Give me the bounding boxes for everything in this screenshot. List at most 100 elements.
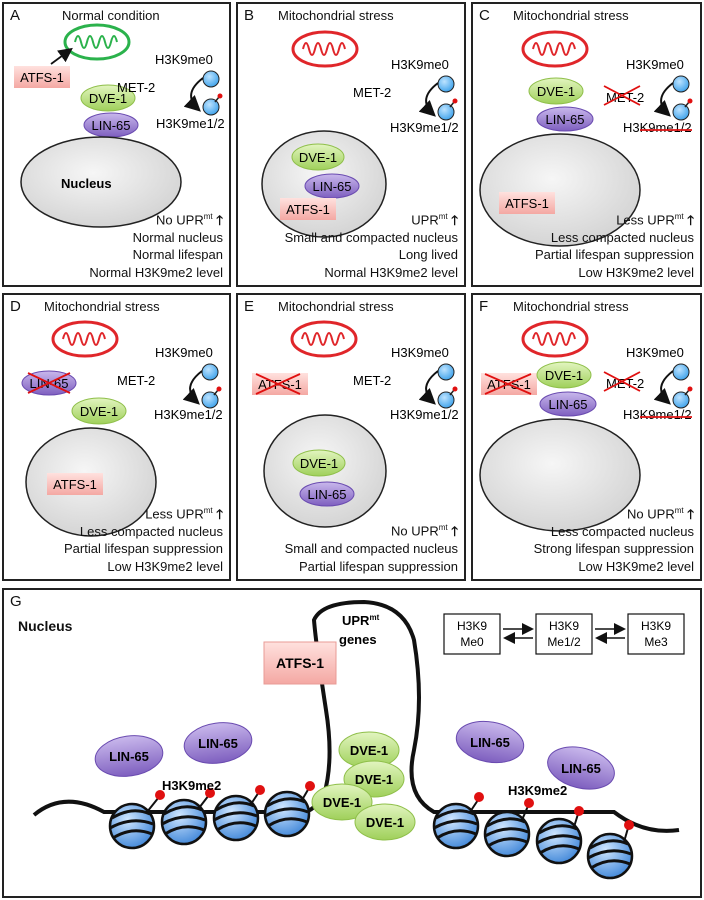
upr-label: UPRmt — [342, 613, 380, 628]
lin65-label: LIN-65 — [548, 397, 587, 412]
up-arrow-icon: 🡑 — [451, 212, 458, 227]
state-box-me3 — [627, 613, 685, 655]
h3k9me12-label: H3K9me1/2 — [154, 407, 223, 422]
lin65-label: LIN-65 — [91, 118, 130, 133]
atfs1-box — [280, 198, 336, 220]
lin65-label: LIN-65 — [470, 735, 510, 750]
up-arrow-icon: 🡑 — [216, 212, 223, 227]
h3k9me12-label: H3K9me1/2 — [623, 120, 692, 135]
phenotype-3: Low H3K9me2 level — [578, 558, 694, 574]
phenotype-list: No UPRmt 🡑 Small and compacted nucleus P… — [285, 519, 458, 575]
phenotype-1: Less compacted nucleus — [550, 523, 694, 539]
upr-text: No UPR — [627, 506, 675, 521]
panel-a: A Normal condition ATFS-1 DVE-1 LIN-65 N… — [2, 2, 231, 287]
svg-text:H3K9: H3K9 — [457, 619, 487, 633]
mitochondrion-stressed-icon — [290, 320, 358, 358]
mitochondrion-stressed-icon — [521, 30, 589, 68]
atfs1-label: ATFS-1 — [505, 196, 549, 211]
mitochondrion-stressed-icon — [51, 320, 119, 358]
h3k9me0-label: H3K9me0 — [155, 345, 213, 360]
phenotype-list: UPRmt 🡑 Small and compacted nucleus Long… — [285, 208, 458, 281]
upr-sup: mt — [438, 523, 448, 533]
atfs1-label: ATFS-1 — [286, 202, 330, 217]
state-box-me0 — [443, 613, 501, 655]
met2-label: MET-2 — [353, 85, 391, 100]
panel-label: D — [10, 298, 21, 315]
dve1-label: DVE-1 — [323, 795, 361, 810]
lin65-label: LIN-65 — [545, 112, 584, 127]
panel-b: B Mitochondrial stress DVE-1 LIN-65 ATFS… — [236, 2, 466, 287]
import-arrow — [50, 47, 73, 65]
nucleus-shape — [479, 418, 641, 532]
panel-b-graphics: DVE-1 LIN-65 ATFS-1 H3K9me0 MET-2 H3K9me… — [261, 30, 459, 238]
phenotype-list: Less UPRmt 🡑 Less compacted nucleus Part… — [535, 208, 694, 281]
upr-text: No UPR — [156, 212, 204, 227]
svg-text:Me1/2: Me1/2 — [547, 635, 581, 649]
phenotype-list: Less UPRmt 🡑 Less compacted nucleus Part… — [64, 502, 223, 575]
h3k9me0-label: H3K9me0 — [626, 57, 684, 72]
panel-e-graphics: ATFS-1 DVE-1 LIN-65 H3K9me0 MET-2 H3K9me… — [252, 320, 459, 528]
phenotype-3: Low H3K9me2 level — [107, 558, 223, 574]
dve1-label: DVE-1 — [80, 404, 118, 419]
upr-line: UPRmt 🡑 — [285, 208, 458, 229]
panel-label: F — [479, 298, 489, 315]
dve1-label: DVE-1 — [299, 150, 337, 165]
upr-text: Less UPR — [616, 212, 675, 227]
panel-c: C Mitochondrial stress DVE-1 LIN-65 ATFS… — [471, 2, 702, 287]
lin65-label: LIN-65 — [561, 761, 601, 776]
h3k9me12-label: H3K9me1/2 — [156, 116, 225, 131]
svg-text:H3K9: H3K9 — [641, 619, 671, 633]
phenotype-2: Partial lifespan suppression — [64, 541, 223, 556]
dve1-ellipse — [80, 84, 136, 112]
upr-sup: mt — [674, 211, 684, 221]
phenotype-1: Small and compacted nucleus — [284, 541, 458, 556]
dve1-ellipse — [291, 143, 345, 171]
upr-sup: mt — [203, 505, 213, 515]
met2-label: MET-2 — [353, 373, 391, 388]
phenotype-list: No UPRmt 🡑 Normal nucleus Normal lifespa… — [89, 208, 223, 281]
dve1-label: DVE-1 — [545, 368, 583, 383]
h3k9me12-label: H3K9me1/2 — [623, 407, 692, 422]
phenotype-list: No UPRmt 🡑 Less compacted nucleus Strong… — [534, 502, 694, 575]
upr-text: UPR — [411, 212, 439, 227]
methyl-dot — [217, 93, 223, 99]
phenotype-1: Small and compacted nucleus — [284, 229, 458, 245]
mitochondrion-stressed-icon — [291, 30, 359, 68]
phenotype-2: Long lived — [398, 247, 458, 262]
nucleus-label: Nucleus — [18, 618, 73, 634]
upr-line: No UPRmt 🡑 — [534, 502, 694, 523]
atfs1-box — [263, 641, 337, 685]
h3k9me0-label: H3K9me0 — [391, 57, 449, 72]
upr-line: No UPRmt 🡑 — [89, 208, 223, 229]
upr-text: No UPR — [391, 523, 439, 539]
panel-e: E Mitochondrial stress ATFS-1 DVE-1 LIN-… — [236, 293, 466, 581]
panel-title: Mitochondrial stress — [278, 299, 394, 314]
phenotype-1: Less compacted nucleus — [550, 229, 694, 245]
panel-title: Mitochondrial stress — [513, 8, 629, 23]
lin65-label: LIN-65 — [307, 487, 346, 502]
phenotype-2: Normal lifespan — [132, 247, 223, 262]
panel-a-graphics: ATFS-1 DVE-1 LIN-65 Nucleus H3K9me0 MET-… — [14, 23, 225, 228]
panel-g-graphics: UPRmt genes ATFS-1 DVE-1 DVE-1 DVE-1 DVE… — [32, 599, 685, 880]
panel-d-graphics: LIN-65 DVE-1 ATFS-1 H3K9me0 MET-2 H3K9me… — [21, 320, 223, 537]
panel-title: Mitochondrial stress — [278, 8, 394, 23]
panel-label: A — [10, 7, 21, 24]
mitochondrion-stressed-icon — [521, 320, 589, 358]
panel-title: Normal condition — [62, 8, 160, 23]
h3k9me0-label: H3K9me0 — [155, 52, 213, 67]
h3k9me2-label-left: H3K9me2 — [162, 778, 221, 793]
phenotype-3: Normal H3K9me2 level — [324, 264, 458, 280]
histone-unmethylated — [202, 70, 220, 88]
met2-label: MET-2 — [117, 80, 155, 95]
h3k9me2-label-right: H3K9me2 — [508, 783, 567, 798]
panel-c-graphics: DVE-1 LIN-65 ATFS-1 H3K9me0 MET-2 H3K9me… — [479, 30, 693, 247]
panel-label: G — [10, 593, 22, 610]
upr-sup: mt — [438, 211, 448, 221]
svg-text:Me3: Me3 — [644, 635, 668, 649]
h3k9me12-label: H3K9me1/2 — [390, 407, 459, 422]
phenotype-3: Low H3K9me2 level — [578, 264, 694, 280]
panel-label: B — [244, 7, 255, 24]
dve1-label: DVE-1 — [350, 743, 388, 758]
lin65-label: LIN-65 — [198, 736, 238, 751]
upr-line: Less UPRmt 🡑 — [535, 208, 694, 229]
